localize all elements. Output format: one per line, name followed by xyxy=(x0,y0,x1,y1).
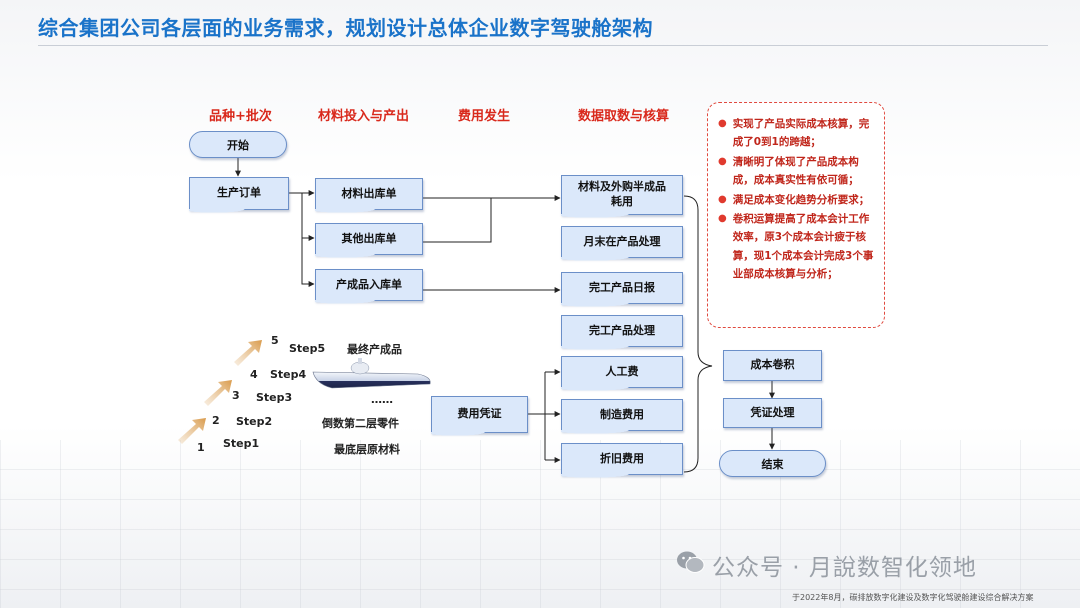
ship-model xyxy=(312,358,431,389)
material-out-node: 材料出库单 xyxy=(315,178,423,215)
note-item: ● 满足成本变化趋势分析要求； xyxy=(718,191,876,209)
other-out-node: 其他出库单 xyxy=(315,223,423,260)
background-floor-grid xyxy=(0,440,1080,608)
step-number: 3 xyxy=(232,389,240,402)
header-expense: 费用发生 xyxy=(458,109,511,124)
note-text: 卷积运算提高了成本会计工作效率，原3个成本会计疲于核算，现1个成本会计完成3个事… xyxy=(732,212,874,280)
page-title: 综合集团公司各层面的业务需求，规划设计总体企业数字驾驶舱架构 xyxy=(38,16,653,40)
step-label: Step1 xyxy=(223,437,260,450)
end-node: 结束 xyxy=(719,450,826,477)
header-data-accounting: 数据取数与核算 xyxy=(578,109,670,124)
title-divider xyxy=(38,45,1048,46)
step-arrow-1 xyxy=(178,418,206,444)
note-item: ● 卷积运算提高了成本会计工作效率，原3个成本会计疲于核算，现1个成本会计完成3… xyxy=(718,210,876,284)
bullet-icon: ● xyxy=(718,212,727,224)
material-consumption-node: 材料及外购半成品耗用 xyxy=(561,175,683,220)
step-number: 4 xyxy=(250,368,258,381)
step-label: Step5 xyxy=(289,342,326,355)
step-arrow-3 xyxy=(234,340,262,366)
step-label: Step4 xyxy=(270,368,307,381)
bullet-icon: ● xyxy=(718,118,727,129)
header-variety-batch: 品种+批次 xyxy=(209,109,272,124)
step-number: 1 xyxy=(197,441,205,454)
note-item: ● 实现了产品实际成本核算，完成了0到1的跨越； xyxy=(718,115,876,152)
part-label: 最底层原材料 xyxy=(334,443,400,456)
labor-cost-node: 人工费 xyxy=(561,356,683,393)
manufacturing-cost-node: 制造费用 xyxy=(561,399,683,436)
step-number: 5 xyxy=(271,334,279,347)
watermark-text: 公众号 · 月說数智化领地 xyxy=(712,555,977,581)
step-number: 2 xyxy=(212,414,220,427)
benefits-note-box: ● 实现了产品实际成本核算，完成了0到1的跨越； ● 清晰明了体现了产品成本构成… xyxy=(707,102,885,328)
step-label: Step3 xyxy=(256,391,293,404)
part-label: 倒数第二层零件 xyxy=(322,417,399,430)
product-in-node: 产成品入库单 xyxy=(315,269,423,306)
month-end-wip-node: 月末在产品处理 xyxy=(561,226,683,263)
note-text: 实现了产品实际成本核算，完成了0到1的跨越； xyxy=(732,118,870,149)
bullet-icon: ● xyxy=(718,193,727,205)
daily-report-node: 完工产品日报 xyxy=(561,272,683,309)
header-material-io: 材料投入与产出 xyxy=(318,109,410,124)
note-text: 满足成本变化趋势分析要求； xyxy=(732,193,870,206)
finished-processing-node: 完工产品处理 xyxy=(561,315,683,352)
depreciation-cost-node: 折旧费用 xyxy=(561,443,683,480)
cost-rollup-node: 成本卷积 xyxy=(723,350,822,381)
part-label: …… xyxy=(371,393,393,406)
step-arrow-2 xyxy=(204,380,232,406)
wechat-icon xyxy=(677,551,705,573)
production-order-node: 生产订单 xyxy=(189,177,289,215)
note-text: 清晰明了体现了产品成本构成，成本真实性有依可循； xyxy=(732,155,859,187)
voucher-processing-node: 凭证处理 xyxy=(723,398,822,428)
start-node: 开始 xyxy=(189,131,287,158)
footer-text: 于2022年8月，碳排放数字化建设及数字化驾驶舱建设综合解决方案 xyxy=(792,593,1034,602)
part-label: 最终产成品 xyxy=(347,343,402,356)
step-label: Step2 xyxy=(236,415,273,428)
note-item: ● 清晰明了体现了产品成本构成，成本真实性有依可循； xyxy=(718,153,876,190)
expense-voucher-node: 费用凭证 xyxy=(431,396,528,438)
bullet-icon: ● xyxy=(718,155,727,167)
